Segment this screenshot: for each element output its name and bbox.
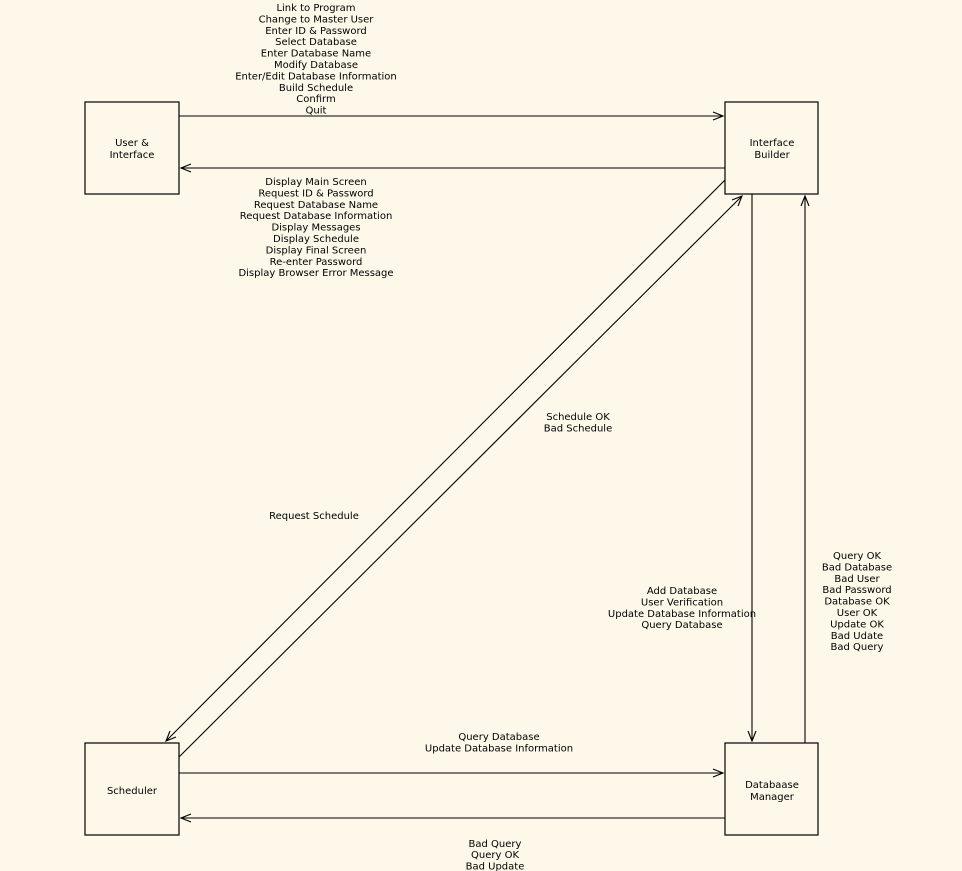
edge-label-builder-to-scheduler: Request Schedule: [269, 511, 359, 522]
node-interface-builder-line-1: Interface: [750, 138, 795, 149]
edge-label-line: Bad Udate: [831, 631, 883, 642]
edge-label-line: Select Database: [275, 37, 357, 48]
node-database-manager-line-1: Databaase: [745, 780, 799, 791]
edge-label-line: Bad Schedule: [544, 423, 612, 434]
edge-label-line: Request Schedule: [269, 511, 359, 522]
arrowhead-ui-to-builder: [712, 111, 725, 121]
edge-label-line: Modify Database: [274, 60, 358, 71]
edge-label-line: Bad User: [834, 574, 880, 585]
edge-label-line: Display Main Screen: [265, 177, 366, 188]
edge-label-line: Request ID & Password: [258, 188, 373, 199]
arrowhead-builder-to-dbm: [747, 730, 757, 743]
edge-label-line: Query OK: [471, 850, 519, 861]
edge-label-line: Confirm: [296, 94, 335, 105]
edge-label-line: Query Database: [458, 732, 539, 743]
edge-label-line: Update Database Information: [425, 743, 573, 754]
arrowhead-dbm-to-scheduler: [179, 813, 192, 823]
arrowhead-builder-to-ui: [179, 163, 192, 173]
edge-label-line: Display Messages: [271, 223, 360, 234]
edge-label-line: Re-enter Password: [270, 257, 363, 268]
edge-label-line: User OK: [837, 608, 878, 619]
edge-label-line: Update Database Information: [608, 609, 756, 620]
node-user-interface-line-2: Interface: [110, 150, 155, 161]
edge-label-line: Request Database Information: [240, 211, 393, 222]
arrowhead-builder-to-scheduler: [165, 730, 177, 742]
edge-label-line: Build Schedule: [279, 83, 353, 94]
edge-label-line: Update OK: [830, 619, 884, 630]
edge-label-line: Bad Password: [822, 585, 891, 596]
edge-label-line: Bad Database: [822, 562, 892, 573]
edge-label-line: Request Database Name: [254, 200, 378, 211]
node-scheduler-line-1: Scheduler: [107, 786, 158, 797]
node-database-manager-line-2: Manager: [750, 792, 795, 803]
node-interface-builder-line-2: Builder: [754, 150, 790, 161]
edge-label-line: Display Schedule: [273, 234, 359, 245]
edge-label-line: Quit: [306, 106, 327, 117]
edge-label-line: Bad Update: [466, 861, 525, 871]
edge-label-line: Add Database: [647, 586, 717, 597]
edge-label-line: Bad Query: [831, 642, 884, 653]
edge-scheduler-to-builder: [178, 195, 743, 758]
edge-label-line: Schedule OK: [546, 412, 610, 423]
edge-label-line: User Verification: [641, 597, 723, 608]
edge-builder-to-scheduler: [165, 179, 726, 742]
arrowhead-scheduler-to-dbm: [712, 768, 725, 778]
edge-label-line: Enter ID & Password: [265, 26, 367, 37]
arrowhead-scheduler-to-builder: [731, 195, 743, 207]
node-database-manager-box: [724, 742, 819, 836]
node-user-interface-box: [84, 101, 180, 195]
edge-label-line: Display Browser Error Message: [238, 268, 393, 279]
edge-label-line: Enter/Edit Database Information: [235, 71, 397, 82]
node-user-interface-line-1: User &: [115, 138, 149, 149]
node-user-interface[interactable]: User & Interface: [84, 101, 180, 195]
node-interface-builder[interactable]: Interface Builder: [724, 101, 819, 195]
node-scheduler-box: [84, 742, 180, 836]
node-interface-builder-box: [724, 101, 819, 195]
edge-label-line: Link to Program: [276, 3, 355, 14]
edge-label-line: Bad Query: [469, 839, 522, 850]
edge-label-line: Display Final Screen: [266, 245, 367, 256]
node-database-manager[interactable]: Databaase Manager: [724, 742, 819, 836]
edge-label-line: Change to Master User: [259, 14, 375, 25]
edge-label-line: Database OK: [824, 597, 890, 608]
edge-label-line: Enter Database Name: [261, 49, 371, 60]
edge-label-line: Query OK: [833, 551, 881, 562]
edge-label-line: Query Database: [641, 620, 722, 631]
arrowhead-dbm-to-builder: [800, 194, 810, 207]
node-scheduler[interactable]: Scheduler: [84, 742, 180, 836]
